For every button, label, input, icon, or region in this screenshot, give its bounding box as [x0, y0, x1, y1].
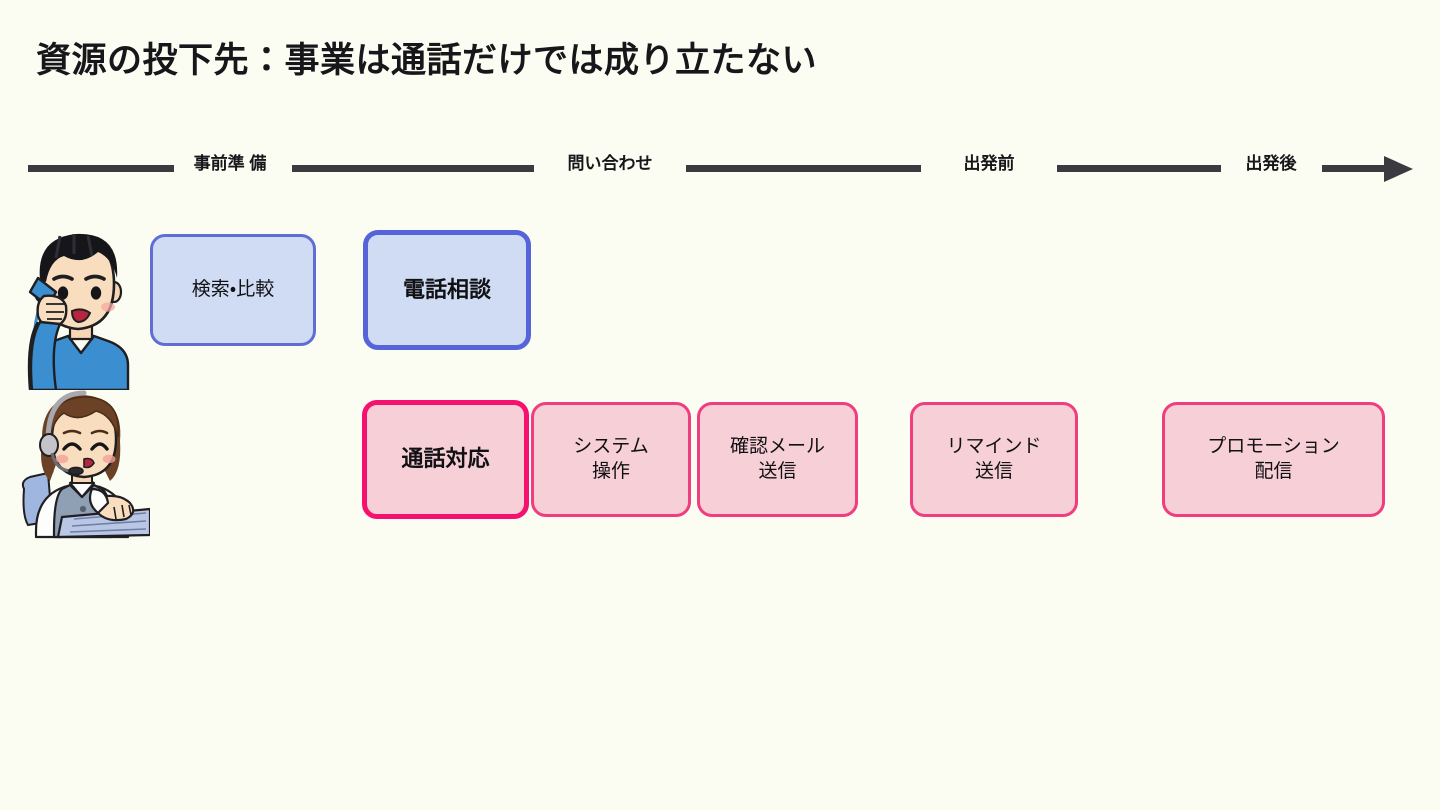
- call-center-operator-illustration: [14, 385, 152, 540]
- node-search-compare[interactable]: 検索・比較: [150, 234, 316, 346]
- timeline-axis: 事前準 備 問い合わせ 出発前 出発後: [0, 150, 1440, 210]
- node-system-operation[interactable]: システム 操作: [531, 402, 691, 517]
- customer-on-phone-illustration: [16, 222, 134, 392]
- timeline-segment-1: [28, 165, 174, 172]
- timeline-label-inquiry: 問い合わせ: [567, 154, 653, 173]
- timeline-arrow-shaft: [1322, 165, 1384, 172]
- page-title: 資源の投下先：事業は通話だけでは成り立たない: [36, 41, 818, 80]
- node-confirmation-mail[interactable]: 確認メール 送信: [697, 402, 858, 517]
- timeline-label-after-departure: 出発後: [1245, 154, 1297, 173]
- node-reminder-send[interactable]: リマインド 送信: [910, 402, 1078, 517]
- timeline-arrow-head: [1384, 156, 1413, 182]
- timeline-segment-3: [686, 165, 921, 172]
- timeline-label-pre-preparation: 事前準 備: [193, 154, 267, 173]
- node-call-handling[interactable]: 通話対応: [362, 400, 529, 519]
- node-phone-consultation[interactable]: 電話相談: [363, 230, 531, 350]
- timeline-segment-4: [1057, 165, 1221, 172]
- timeline-label-before-departure: 出発前: [963, 154, 1015, 173]
- timeline-segment-2: [292, 165, 534, 172]
- node-promotion-delivery[interactable]: プロモーション 配信: [1162, 402, 1385, 517]
